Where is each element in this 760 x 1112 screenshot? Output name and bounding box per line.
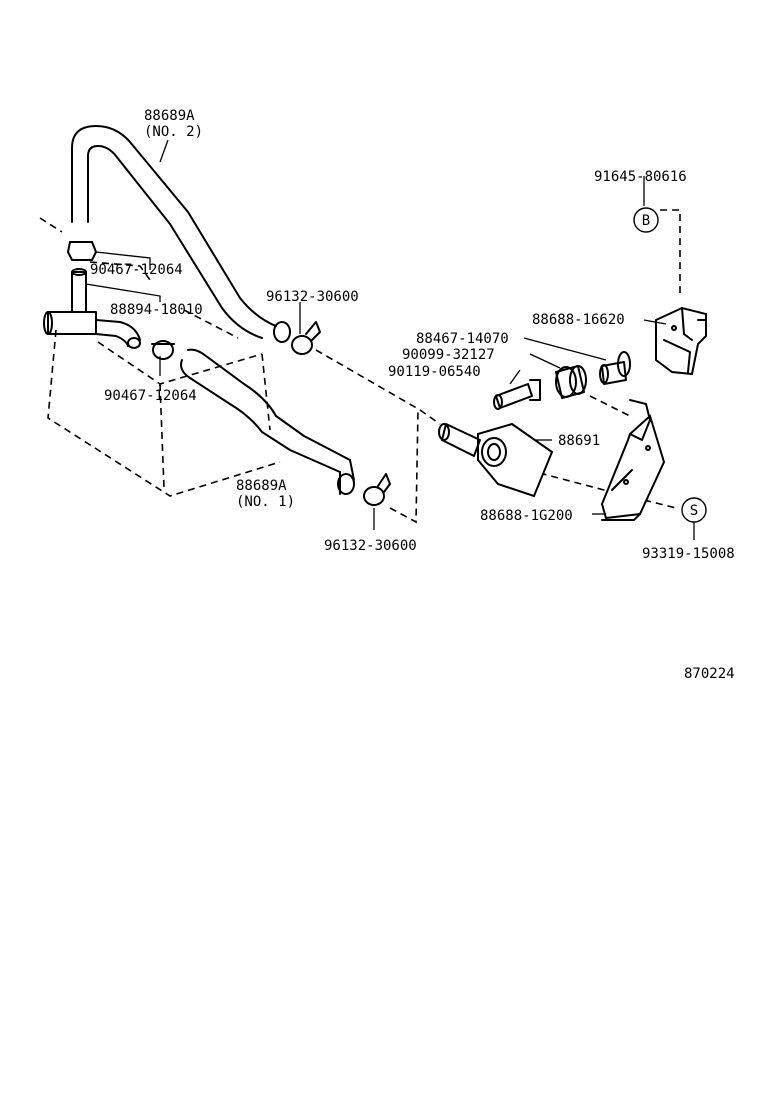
label-bolt: 90119-06540 [388, 364, 481, 380]
tank-outline [39, 217, 281, 497]
connection-dashes [315, 209, 681, 524]
short-hose [95, 319, 141, 349]
clip-top [67, 241, 97, 261]
symbol-b: B [633, 207, 659, 233]
hose-no1 [180, 348, 355, 495]
clamp-lower [363, 473, 391, 506]
bracket-lower [600, 399, 666, 521]
label-clip-top: 90467-12064 [90, 262, 183, 278]
label-bolt-b: 91645-80616 [594, 169, 687, 185]
label-cushion: 90099-32127 [402, 347, 495, 363]
label-clamp-upper: 96132-30600 [266, 289, 359, 305]
valve-88691 [438, 422, 554, 498]
label-valve: 88691 [558, 433, 600, 449]
label-hose-no2-part: 88689A [144, 108, 195, 124]
label-screw-s: 93319-15008 [642, 546, 735, 562]
clip-bottom [151, 340, 175, 360]
label-clamp-lower: 96132-30600 [324, 538, 417, 554]
label-hose-no1-sub: (NO. 1) [236, 494, 295, 510]
label-grommet-collar: 88467-14070 [416, 331, 509, 347]
symbol-s: S [681, 497, 707, 523]
clamp-upper [291, 321, 321, 355]
part-labels: 88689A (NO. 2) 90467-12064 88894-18010 9… [90, 108, 735, 682]
symbol-b-text: B [642, 213, 650, 229]
label-bracket-upper: 88688-16620 [532, 312, 625, 328]
symbol-s-text: S [690, 503, 698, 519]
collar-88467 [599, 351, 631, 385]
label-hose-no1-part: 88689A [236, 478, 287, 494]
bracket-upper [655, 306, 707, 376]
bolt-90119 [493, 379, 541, 410]
hose-no2 [71, 125, 291, 343]
label-bracket-lower: 88688-1G200 [480, 508, 573, 524]
diagram-id: 870224 [684, 666, 735, 682]
pipe-joint [43, 268, 97, 335]
label-clip-bottom: 90467-12064 [104, 388, 197, 404]
cushion-90099 [555, 365, 587, 399]
label-pipe-joint: 88894-18010 [110, 302, 203, 318]
label-hose-no2-sub: (NO. 2) [144, 124, 203, 140]
leader-lines [85, 139, 695, 540]
